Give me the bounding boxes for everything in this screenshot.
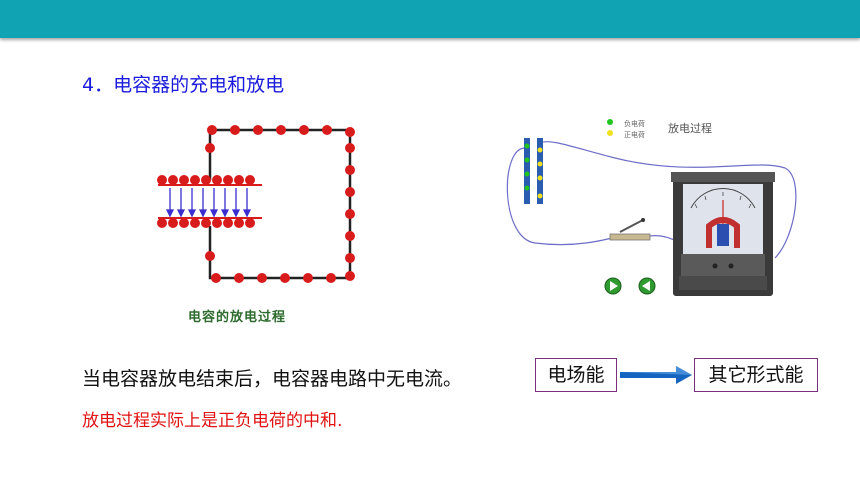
wire-charges <box>205 125 355 283</box>
galvanometer-discharge-diagram <box>506 119 797 296</box>
legend-dot-negative <box>607 119 613 125</box>
capacitor-strip-right <box>537 138 543 204</box>
discharge-circuit-diagram <box>157 125 355 283</box>
negative-charges <box>524 143 530 191</box>
circuit-wire <box>208 128 352 280</box>
plate-charges-top <box>157 175 255 185</box>
capacitor-strip-left <box>524 138 530 204</box>
figure-caption: 电容的放电过程 <box>188 310 287 325</box>
energy-to-box: 其它形式能 <box>694 358 818 392</box>
legend-positive-label: 正电荷 <box>624 131 645 139</box>
energy-arrow-icon <box>620 366 692 384</box>
energy-from-box: 电场能 <box>535 358 617 392</box>
body-line-1: 当电容器放电结束后，电容器电路中无电流。 <box>82 368 463 390</box>
galvanometer <box>671 172 775 296</box>
top-banner <box>0 0 860 38</box>
section-heading: 4．电容器的充电和放电 <box>82 74 285 96</box>
discharge-process-title: 放电过程 <box>668 122 712 135</box>
positive-charges <box>537 147 543 199</box>
body-line-2: 放电过程实际上是正负电荷的中和. <box>82 411 343 431</box>
field-arrows <box>165 188 252 218</box>
switch <box>609 218 651 241</box>
plate-charges-bottom <box>157 218 255 228</box>
legend-negative-label: 负电荷 <box>624 120 645 128</box>
legend-dot-positive <box>607 130 613 136</box>
